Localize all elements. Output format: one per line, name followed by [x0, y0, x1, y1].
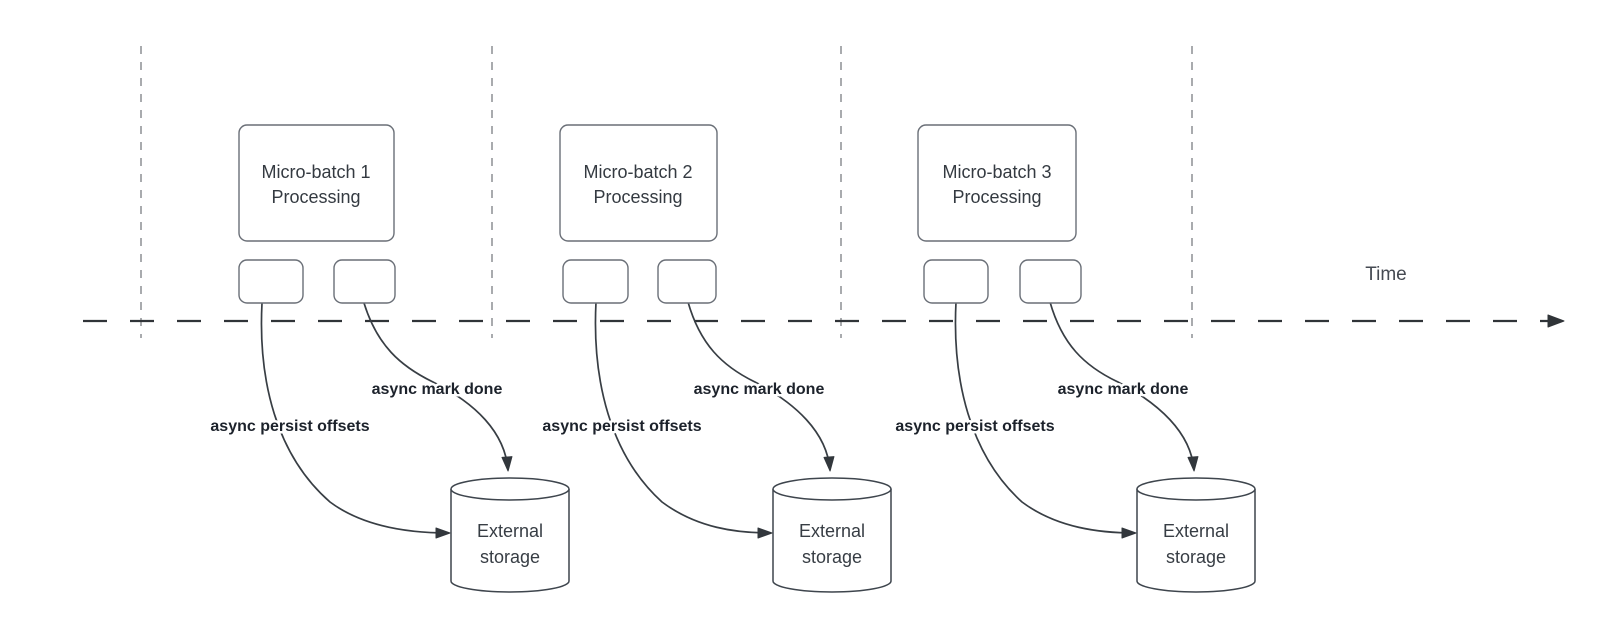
- mark-done-label: async mark done: [372, 381, 503, 398]
- micro-batch-box-label-line2: Processing: [271, 187, 360, 207]
- micro-batch-box-label-line1: Micro-batch 1: [261, 162, 370, 182]
- mark-done-label: async mark done: [694, 381, 825, 398]
- micro-batch-box-label-line2: Processing: [952, 187, 1041, 207]
- persist-offsets-label: async persist offsets: [210, 418, 369, 435]
- persist-offsets-task-box: [923, 259, 989, 304]
- external-storage-label-line2: storage: [1166, 547, 1226, 567]
- external-storage-label-line1: External: [477, 521, 543, 541]
- persist-offsets-label: async persist offsets: [895, 418, 1054, 435]
- micro-batch-group-1: Micro-batch 1 Processing async persist o…: [208, 124, 570, 593]
- persist-offsets-arrow: [260, 302, 451, 539]
- external-storage-cylinder: [772, 477, 892, 593]
- mark-done-task-box: [333, 259, 396, 304]
- mark-done-task-box: [657, 259, 717, 304]
- mark-done-arrow: [363, 302, 513, 472]
- micro-batch-group-2: Micro-batch 2 Processing async persist o…: [540, 124, 892, 593]
- external-storage-label-line2: storage: [802, 547, 862, 567]
- external-storage-cylinder: [450, 477, 570, 593]
- mark-done-task-box: [1019, 259, 1082, 304]
- external-storage-label-line2: storage: [480, 547, 540, 567]
- mark-done-label: async mark done: [1058, 381, 1189, 398]
- time-axis-label: Time: [1365, 264, 1407, 285]
- persist-offsets-arrow: [954, 301, 1137, 539]
- micro-batch-box-label-line1: Micro-batch 3: [942, 162, 1051, 182]
- micro-batch-processing-box: [917, 124, 1077, 242]
- external-storage-label-line1: External: [799, 521, 865, 541]
- micro-batch-box-label-line2: Processing: [593, 187, 682, 207]
- micro-batch-processing-box: [238, 124, 395, 242]
- persist-offsets-task-box: [238, 259, 304, 304]
- mark-done-arrow: [1049, 301, 1199, 472]
- external-storage-label-line1: External: [1163, 521, 1229, 541]
- micro-batch-box-label-line1: Micro-batch 2: [583, 162, 692, 182]
- persist-offsets-arrow: [594, 301, 773, 539]
- micro-batch-processing-box: [559, 124, 718, 242]
- persist-offsets-label: async persist offsets: [542, 418, 701, 435]
- persist-offsets-task-box: [562, 259, 629, 304]
- micro-batch-group-3: Micro-batch 3 Processing async persist o…: [893, 124, 1256, 593]
- mark-done-arrow: [687, 301, 835, 472]
- external-storage-cylinder: [1136, 477, 1256, 593]
